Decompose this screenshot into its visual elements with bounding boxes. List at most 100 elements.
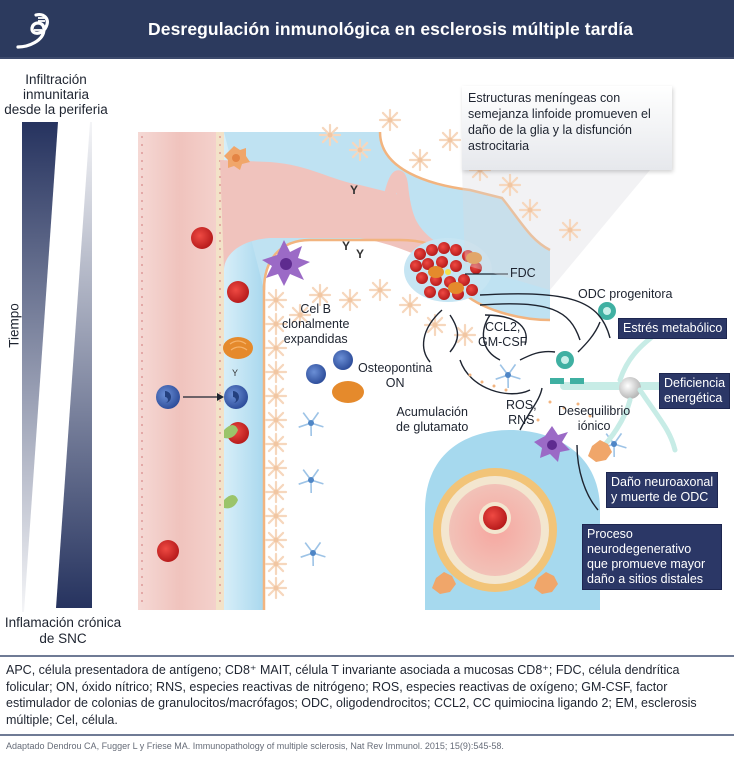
label-fdc: FDC: [510, 266, 536, 280]
astrocyte-body: [407, 302, 413, 308]
astrocyte: [264, 384, 288, 408]
astrocyte: [288, 303, 312, 327]
tls-plasma-cell: [466, 252, 482, 264]
astrocyte-body: [432, 322, 438, 328]
astrocyte: [438, 128, 462, 152]
label-line: CCL2,: [484, 320, 521, 334]
astrocyte-body: [273, 561, 279, 567]
dna-helix-logo-icon: [16, 13, 49, 49]
astrocyte: [338, 288, 362, 312]
astrocyte: [518, 198, 542, 222]
astrocyte: [264, 336, 288, 360]
tls-red-cell: [414, 248, 426, 260]
astrocyte-body: [357, 147, 363, 153]
activated-macrophage: [534, 426, 570, 462]
time-axis-label: Tiempo: [6, 303, 22, 348]
arrow-tls-odc: [479, 303, 581, 341]
astrocyte-body: [567, 227, 573, 233]
astrocyte-body: [273, 417, 279, 423]
astrocyte-body: [387, 117, 393, 123]
antibody-icon: Y: [342, 239, 350, 253]
page-title: Desregulación inmunológica en esclerosis…: [148, 19, 634, 39]
astrocyte-body: [273, 537, 279, 543]
timeline-wedges: [22, 122, 92, 612]
plasma-cell: [223, 337, 253, 359]
astrocyte-body: [327, 132, 333, 138]
astrocyte-body: [462, 332, 468, 338]
arrow-glutamate: [459, 359, 531, 395]
timeline-top-line: desde la periferia: [4, 102, 108, 117]
mait-cell: [224, 495, 238, 509]
footnote-divider-bottom: [0, 734, 734, 736]
astrocyte-body: [273, 393, 279, 399]
antibody-icon: Y: [350, 183, 358, 197]
plasma-cell-er: [229, 340, 248, 351]
label-line: expandidas: [283, 332, 348, 346]
antibody-icon: Y: [356, 247, 364, 261]
astrocyte: [348, 138, 372, 162]
arrow-microglia-odc: [519, 350, 556, 361]
tls-red-cell: [450, 244, 462, 256]
label-odc-progenitora: ODC progenitora: [578, 287, 673, 301]
astrocyte: [378, 108, 402, 132]
tls-red-cell: [458, 274, 470, 286]
timeline-top-line: inmunitaria: [22, 87, 90, 102]
microglia-body: [505, 372, 511, 378]
label-line: GM-CSF: [478, 335, 528, 349]
header-bar: Desregulación inmunológica en esclerosis…: [0, 0, 734, 59]
astrocyte: [318, 123, 342, 147]
blood-vessel: [138, 132, 220, 610]
astrocyte: [264, 528, 288, 552]
arrow-tls-odc-2: [479, 293, 611, 339]
microglia-body: [308, 477, 314, 483]
astrocyte-body: [417, 157, 423, 163]
expanded-b-cell: [306, 364, 326, 384]
tls-red-cell: [416, 272, 428, 284]
label-line: Cel B: [300, 302, 331, 316]
microglia-cell: [495, 363, 521, 389]
tls-red-cell: [466, 284, 478, 296]
microglia-cell: [300, 541, 326, 567]
infiltration-wedge: [22, 122, 58, 612]
red-blood-cell: [191, 227, 213, 249]
astrocyte-body: [273, 513, 279, 519]
label-line: ROS,: [506, 398, 537, 412]
astrocyte: [264, 408, 288, 432]
brain-surface-upper: [378, 131, 551, 252]
astrocyte-body: [273, 489, 279, 495]
neuron-nucleus: [619, 377, 641, 399]
inflammation-wedge: [56, 122, 92, 608]
box-line: energética: [664, 391, 723, 405]
vessel-offshoot: [384, 170, 436, 251]
timeline-bottom-line: de SNC: [39, 631, 87, 646]
label-osteopontina: Osteopontina ON: [358, 361, 432, 391]
fdc-cell: [445, 269, 451, 275]
astrocyte-body: [273, 441, 279, 447]
tls-red-cell: [436, 256, 448, 268]
tls-cell-cluster: [410, 242, 482, 300]
astrocyte: [368, 278, 392, 302]
box-dano-neuroaxonal: Daño neuroaxonal y muerte de ODC: [606, 472, 719, 508]
box-proceso-neurodegenerativo: Proceso neurodegenerativo que promueve m…: [582, 524, 722, 590]
tls-red-cell: [470, 262, 482, 274]
astrocyte-body: [447, 137, 453, 143]
oligodendrocyte-nucleus: [561, 356, 569, 364]
astrocyte: [264, 504, 288, 528]
illustration: Y Y Y Y: [138, 108, 678, 610]
box-line: daño a sitios distales: [587, 572, 704, 586]
expanded-plasma-cell: [332, 381, 364, 403]
tls-red-cell: [426, 244, 438, 256]
microglia-cell: [298, 468, 324, 494]
label-line: de glutamato: [396, 420, 469, 434]
microglia-body: [308, 420, 314, 426]
label-desequilibrio: Desequilibrio iónico: [558, 404, 630, 434]
tls-plasma-cell: [448, 282, 464, 294]
box-estres-metabolico: Estrés metabólico: [618, 318, 728, 339]
abbreviations-footnote: APC, célula presentadora de antígeno; CD…: [6, 663, 697, 727]
arrow-ccl2-loop: [482, 314, 501, 361]
astrocyte: [264, 360, 288, 384]
myelin-segment: [570, 378, 584, 384]
label-line: RNS: [508, 413, 535, 427]
mait-cell: [224, 425, 238, 439]
arrow-progenitor-odc: [577, 321, 601, 353]
